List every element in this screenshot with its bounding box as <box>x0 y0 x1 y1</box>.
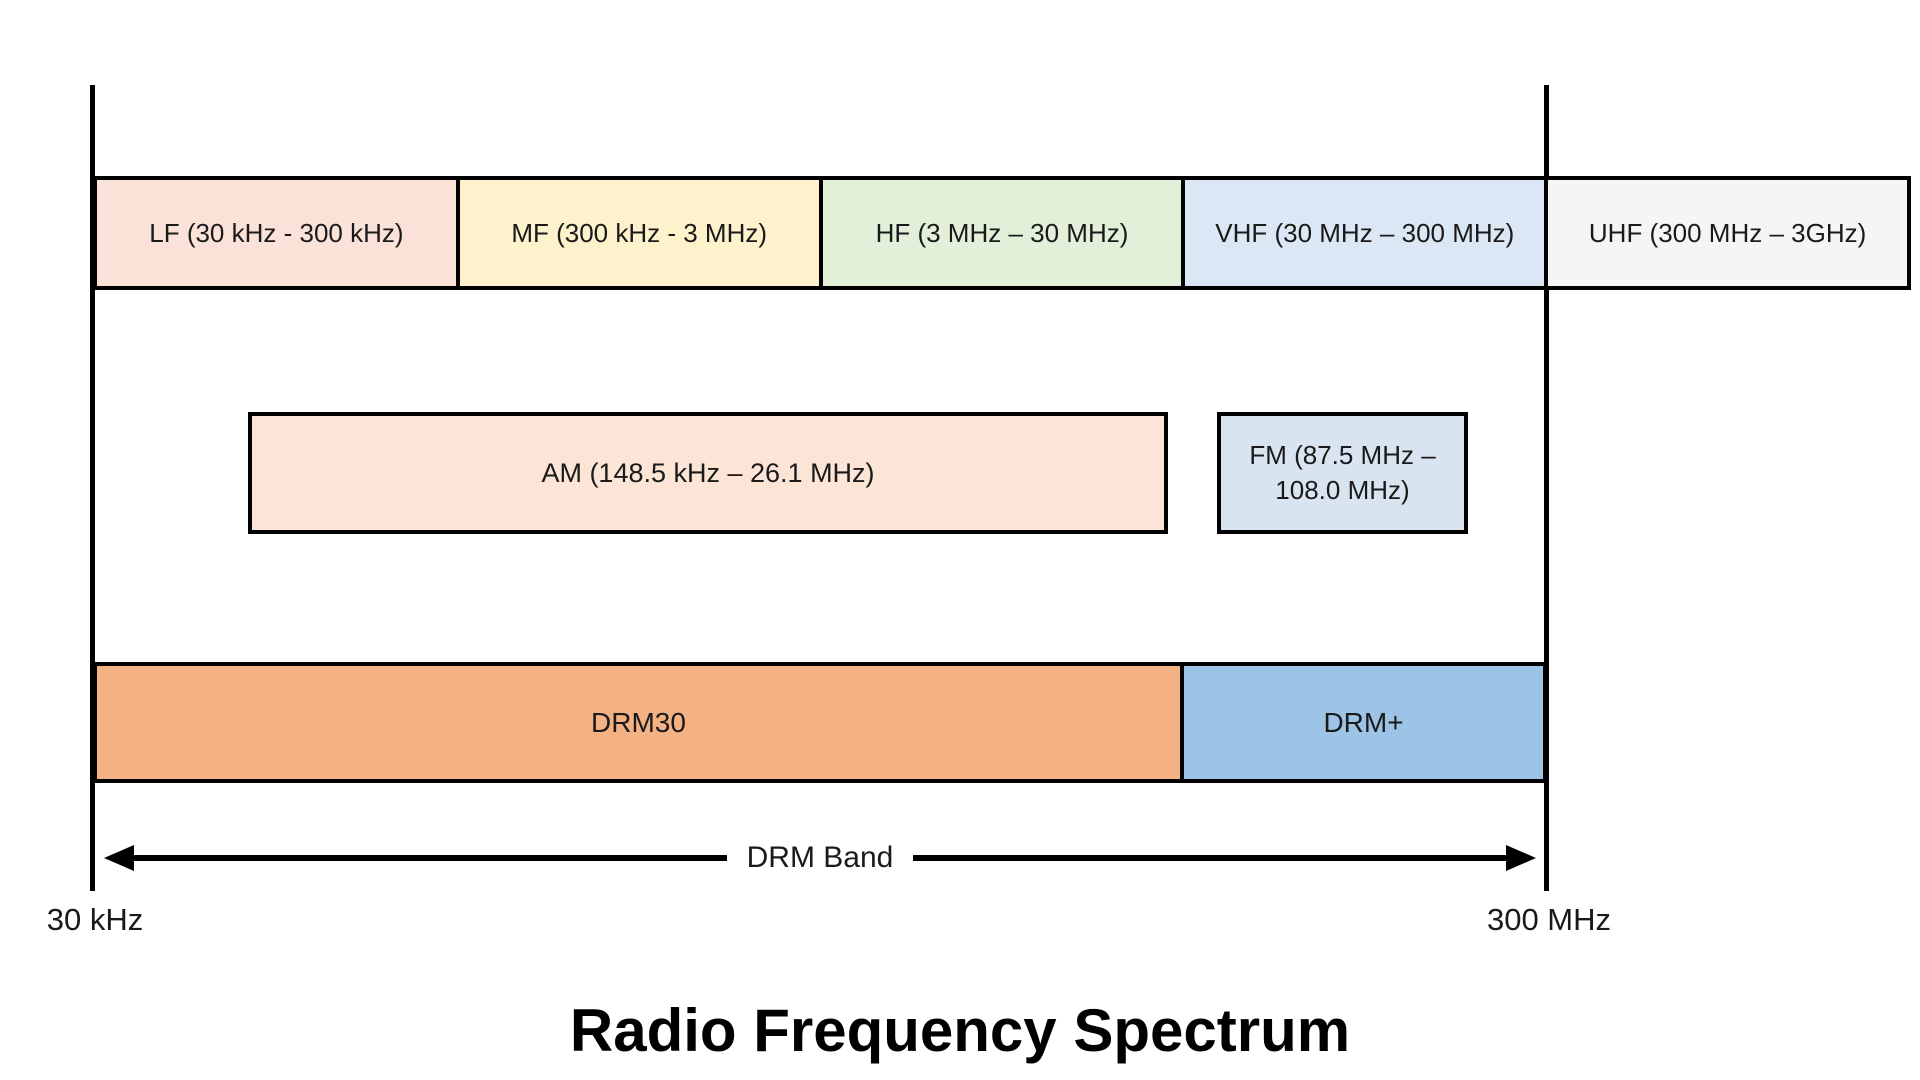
band-label-lf: LF (30 kHz - 300 kHz) <box>149 217 404 248</box>
frequency-band-row: LF (30 kHz - 300 kHz) MF (300 kHz - 3 MH… <box>93 176 1911 290</box>
band-label-mf: MF (300 kHz - 3 MHz) <box>511 217 768 248</box>
drm-plus-label: DRM+ <box>1323 706 1404 738</box>
drm30-segment: DRM30 <box>93 662 1184 783</box>
diagram-title: Radio Frequency Spectrum <box>569 997 1351 1064</box>
right-endpoint-label: 300 MHz <box>1486 902 1612 937</box>
left-boundary-line <box>90 85 95 891</box>
band-cell-lf: LF (30 kHz - 300 kHz) <box>93 176 460 290</box>
band-label-vhf: VHF (30 MHz – 300 MHz) <box>1215 217 1515 248</box>
band-cell-mf: MF (300 kHz - 3 MHz) <box>455 176 823 290</box>
drm-band-range-arrow: DRM Band <box>104 836 1536 880</box>
drm30-label: DRM30 <box>591 706 686 738</box>
band-label-hf: HF (3 MHz – 30 MHz) <box>875 217 1129 248</box>
band-cell-hf: HF (3 MHz – 30 MHz) <box>818 176 1186 290</box>
am-band-box: AM (148.5 kHz – 26.1 MHz) <box>248 412 1168 534</box>
am-band-label: AM (148.5 kHz – 26.1 MHz) <box>541 457 875 488</box>
arrow-right-head-icon <box>1506 845 1536 871</box>
band-cell-vhf: VHF (30 MHz – 300 MHz) <box>1181 176 1549 290</box>
arrow-left-head-icon <box>104 845 134 871</box>
drm-band-arrow-label: DRM Band <box>746 841 894 874</box>
fm-band-box: FM (87.5 MHz – 108.0 MHz) <box>1217 412 1468 534</box>
band-cell-uhf: UHF (300 MHz – 3GHz) <box>1544 176 1911 290</box>
fm-band-label-line1: FM (87.5 MHz – <box>1249 439 1436 470</box>
right-boundary-line <box>1544 85 1549 891</box>
drm-plus-segment: DRM+ <box>1180 662 1547 783</box>
fm-band-label-line2: 108.0 MHz) <box>1275 475 1410 505</box>
left-endpoint-label: 30 kHz <box>46 902 144 937</box>
arrow-right-shaft <box>913 855 1506 861</box>
band-label-uhf: UHF (300 MHz – 3GHz) <box>1588 217 1867 248</box>
drm-segment-row: DRM30 DRM+ <box>93 662 1547 783</box>
arrow-left-shaft <box>134 855 727 861</box>
